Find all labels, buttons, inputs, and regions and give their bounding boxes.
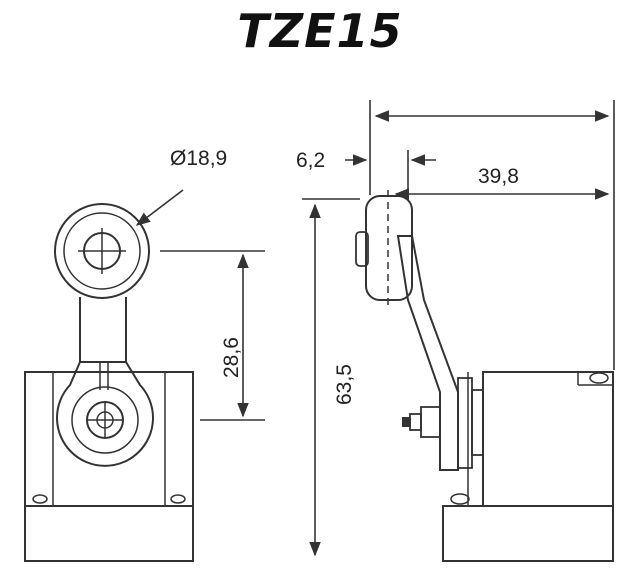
dimension-roller-height-lines (160, 250, 265, 421)
dimension-offset-lines (345, 150, 436, 200)
front-lever-head (56, 361, 154, 467)
dimension-total-height-lines (302, 198, 360, 557)
side-lever-arm (396, 235, 459, 471)
front-roller (54, 203, 150, 299)
dimension-offset: 6,2 (296, 149, 325, 172)
diameter-leader (135, 189, 184, 226)
dimension-top-width-lines (369, 100, 615, 370)
side-view (355, 190, 614, 562)
front-body-base (24, 505, 194, 562)
dimension-total-height: 63,5 (333, 364, 356, 405)
drawing-title: TZE15 (237, 4, 403, 58)
side-body-base (442, 505, 614, 562)
front-view (24, 203, 194, 562)
side-roller (365, 195, 413, 301)
dimension-roller-height: 28,6 (220, 337, 243, 378)
dimension-horizontal-extent: 39,8 (478, 165, 519, 188)
front-body-upper (24, 371, 194, 507)
dimension-diameter: Ø18,9 (170, 147, 227, 170)
side-body-upper (482, 371, 614, 507)
